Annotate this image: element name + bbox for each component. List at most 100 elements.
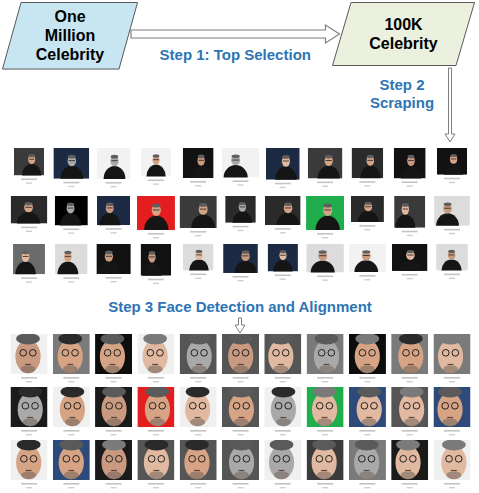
face-glasses xyxy=(328,349,335,356)
face-beard xyxy=(362,418,377,426)
photo-caption xyxy=(407,487,413,488)
photo xyxy=(180,334,217,374)
face xyxy=(187,340,212,374)
parallelogram-shape xyxy=(3,3,138,70)
person-body xyxy=(233,212,253,223)
photo xyxy=(13,244,45,274)
person-head xyxy=(284,203,293,213)
photo-caption xyxy=(153,381,159,382)
photo-caption xyxy=(63,377,79,379)
face-hair xyxy=(438,387,462,397)
photo xyxy=(268,244,298,271)
person-glasses xyxy=(107,207,113,208)
face-beard xyxy=(105,365,120,373)
photo-caption xyxy=(444,229,460,231)
face-glasses xyxy=(106,455,113,462)
face xyxy=(355,340,380,374)
face xyxy=(60,393,85,427)
face-beard xyxy=(317,471,332,479)
photo-caption xyxy=(63,182,79,184)
person-head xyxy=(22,252,30,262)
photo-background xyxy=(11,387,48,427)
photo-caption xyxy=(402,377,418,379)
person-hair xyxy=(68,155,76,159)
photo xyxy=(53,387,90,427)
person-hair xyxy=(448,250,455,253)
face-hair xyxy=(145,440,169,450)
face-hair xyxy=(102,387,126,397)
face-glasses xyxy=(72,349,79,356)
face-glasses xyxy=(361,402,368,409)
photo xyxy=(352,148,384,178)
photo-caption xyxy=(26,434,32,435)
step-arrow xyxy=(235,318,245,333)
person-glasses xyxy=(29,159,34,160)
photo-caption xyxy=(26,381,32,382)
face-beard xyxy=(190,471,205,479)
face-mouth xyxy=(405,470,411,471)
photo-caption xyxy=(148,483,164,485)
face-glasses xyxy=(316,455,323,462)
face xyxy=(18,393,43,427)
photo-caption xyxy=(444,430,460,432)
person-glasses xyxy=(25,207,32,208)
photo-background xyxy=(307,387,344,427)
person-glasses xyxy=(240,206,246,207)
face-mouth xyxy=(25,364,31,365)
person-head xyxy=(239,203,246,212)
photo xyxy=(437,148,467,175)
photo-caption xyxy=(148,179,164,181)
photo-background xyxy=(307,440,344,480)
photo-caption xyxy=(111,487,117,488)
face-mouth xyxy=(111,417,117,418)
person-hair xyxy=(367,155,374,159)
photo-caption xyxy=(449,487,455,488)
face xyxy=(59,446,84,480)
photo-caption xyxy=(111,381,117,382)
person-body xyxy=(444,164,463,175)
person-glasses xyxy=(363,255,370,256)
photo xyxy=(266,148,300,180)
photo-caption xyxy=(275,483,291,485)
photo-caption xyxy=(63,430,79,432)
face-mouth xyxy=(448,364,454,365)
photo xyxy=(137,334,174,374)
photo-caption xyxy=(317,275,333,277)
photo-caption xyxy=(63,277,79,279)
face-beard xyxy=(192,365,207,373)
face-hair xyxy=(439,334,463,344)
face xyxy=(399,393,424,427)
face-beard xyxy=(403,365,418,373)
parallelogram-box: 100K Celebrity xyxy=(332,2,475,66)
photo-background xyxy=(53,440,90,480)
photo-caption xyxy=(280,232,286,233)
face xyxy=(16,446,41,480)
photo xyxy=(264,334,301,374)
face-mouth xyxy=(451,470,457,471)
face-mouth xyxy=(153,470,159,471)
face-glasses xyxy=(316,402,323,409)
person-hair xyxy=(152,203,160,207)
photo-caption xyxy=(68,281,74,282)
photo xyxy=(97,148,131,179)
face-glasses xyxy=(275,402,282,409)
photo-caption xyxy=(364,381,370,382)
photo xyxy=(222,440,259,480)
person-head xyxy=(325,156,333,166)
photo-caption xyxy=(153,283,159,284)
photo-caption xyxy=(317,430,333,432)
photo-caption xyxy=(21,277,37,279)
photo xyxy=(349,440,386,480)
face-glasses xyxy=(159,402,166,409)
face-glasses xyxy=(400,455,407,462)
face-mouth xyxy=(68,470,74,471)
step-label: Step 1: Top Selection xyxy=(157,46,314,64)
face-hair xyxy=(17,440,41,450)
face-beard xyxy=(21,471,36,479)
person-hair xyxy=(282,155,289,159)
parallelogram-box: One Million Celebrity xyxy=(2,2,138,70)
photo-caption xyxy=(153,434,159,435)
photo-caption xyxy=(233,180,249,182)
face-glasses xyxy=(64,402,71,409)
